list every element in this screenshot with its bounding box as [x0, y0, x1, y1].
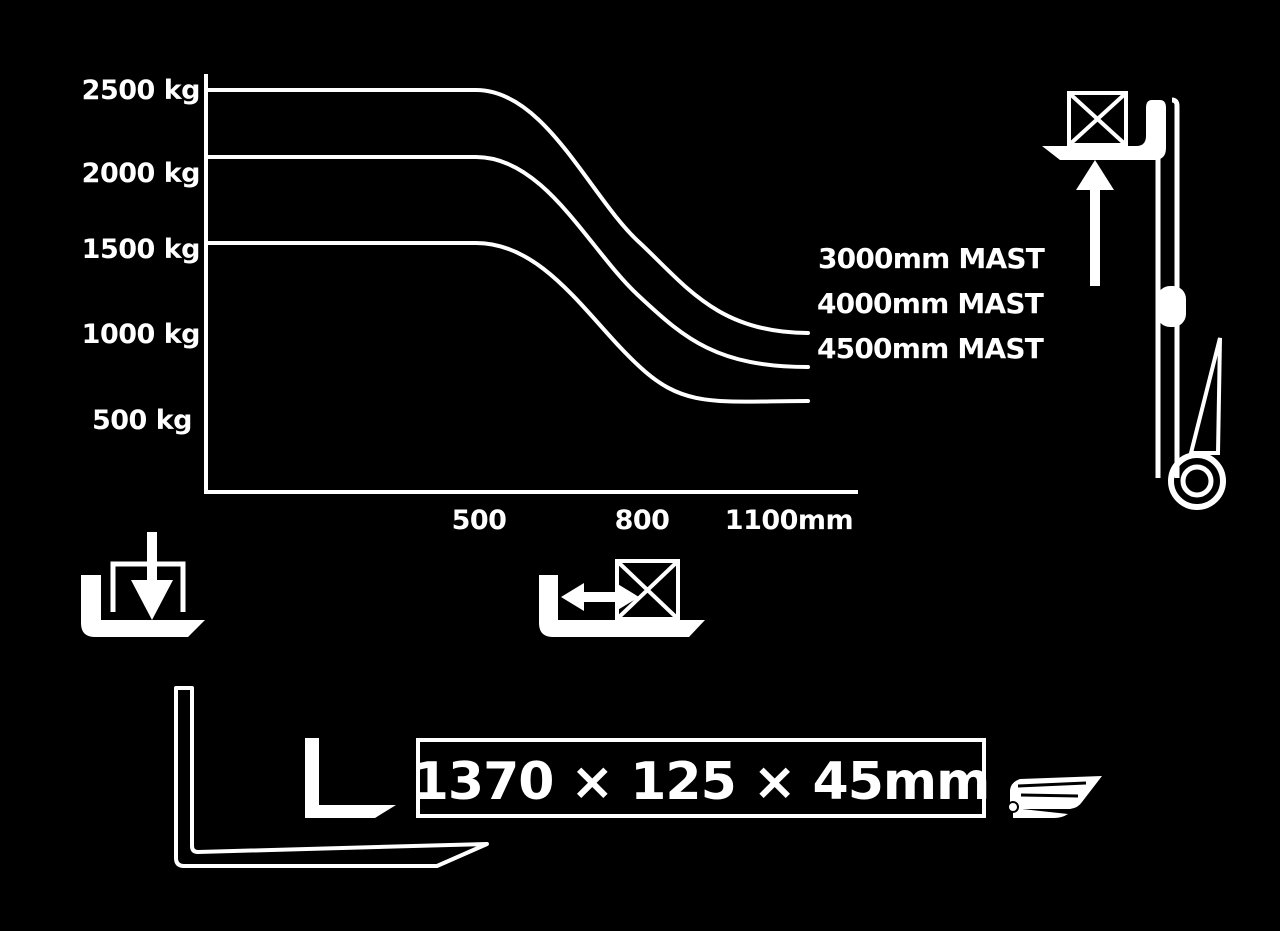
y-tick-label: 2000 kg — [82, 158, 200, 189]
series-line-2 — [204, 155, 810, 369]
fork-dimension-label: 1370 × 125 × 45mm — [413, 752, 990, 812]
y-tick-label: 1000 kg — [82, 319, 200, 350]
y-tick-label: 2500 kg — [82, 75, 200, 106]
y-tick-label: 1500 kg — [82, 234, 200, 265]
series-label: 4000mm MAST — [817, 287, 1044, 320]
x-tick-label: 1100mm — [725, 505, 853, 536]
y-tick-label: 500 kg — [92, 405, 192, 436]
series-label: 3000mm MAST — [818, 242, 1045, 275]
series-label: 4500mm MAST — [817, 332, 1044, 365]
x-tick-label: 800 — [615, 505, 670, 536]
series-line-3 — [204, 241, 810, 404]
series-line-1 — [204, 88, 810, 335]
x-tick-label: 500 — [452, 505, 507, 536]
